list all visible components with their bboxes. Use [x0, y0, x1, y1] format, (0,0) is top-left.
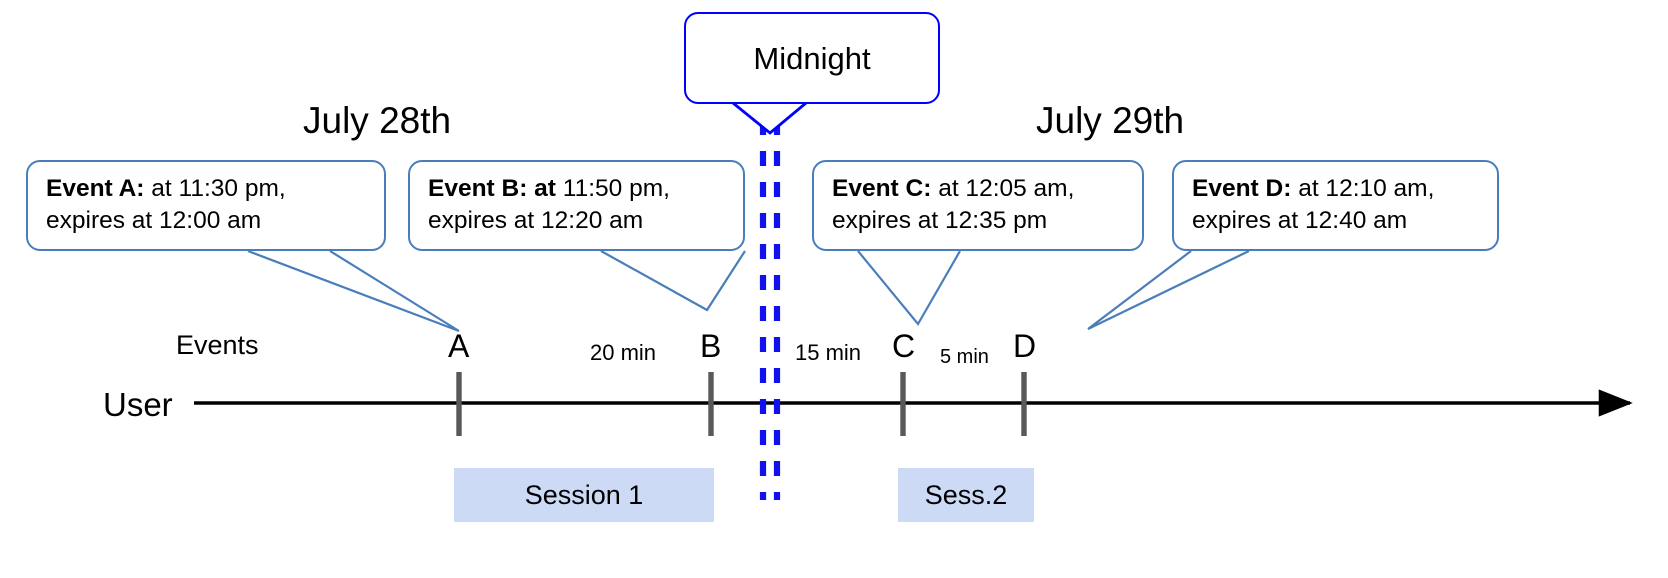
callout-d-rest: at 12:10 am,: [1291, 175, 1435, 202]
tick-letter-a: A: [448, 328, 470, 364]
tick-letter-b: B: [700, 328, 722, 364]
callout-d-line2: expires at 12:40 am: [1192, 207, 1408, 235]
callout-event-b: Event B: at 11:50 pm, expires at 12:20 a…: [408, 160, 745, 251]
callout-c-bold: Event C:: [832, 175, 932, 202]
callout-c-line2: expires at 12:35 pm: [832, 207, 1048, 235]
callout-tail-b: [600, 250, 746, 312]
callout-a-line1: Event A: at 11:30 pm,: [46, 173, 370, 205]
callout-b-line2: expires at 12:20 am: [428, 207, 644, 235]
callout-b-bold: Event B: at: [428, 175, 556, 202]
midnight-callout: Midnight: [684, 12, 940, 104]
callout-d-line1: Event D: at 12:10 am,: [1192, 173, 1483, 205]
events-row-label: Events: [176, 330, 259, 360]
tick-letter-d: D: [1013, 328, 1037, 364]
callout-b-line1: Event B: at 11:50 pm,: [428, 173, 729, 205]
callout-tail-a: [247, 249, 460, 333]
gap-label-cd: 5 min: [940, 346, 989, 368]
session-block-2: Sess.2: [898, 468, 1034, 522]
day-label-left: July 28th: [303, 100, 452, 141]
callout-tail-d: [1087, 250, 1250, 330]
session-1-label: Session 1: [524, 479, 644, 510]
callout-a-line2: expires at 12:00 am: [46, 207, 262, 235]
callout-event-d: Event D: at 12:10 am, expires at 12:40 a…: [1172, 160, 1499, 251]
callout-c-rest: at 12:05 am,: [931, 175, 1075, 202]
callout-a-rest: at 11:30 pm,: [144, 175, 286, 202]
session-2-label: Sess.2: [924, 479, 1008, 510]
gap-label-bc: 15 min: [795, 340, 862, 365]
gap-label-ab: 20 min: [590, 340, 657, 365]
user-row-label: User: [103, 386, 173, 423]
tick-letter-c: C: [892, 328, 916, 364]
session-block-1: Session 1: [454, 468, 714, 522]
callout-a-bold: Event A:: [46, 175, 145, 202]
midnight-label: Midnight: [753, 40, 871, 76]
callout-tail-c: [857, 250, 961, 326]
callout-event-c: Event C: at 12:05 am, expires at 12:35 p…: [812, 160, 1144, 251]
midnight-bubble-tail: [732, 101, 807, 135]
callout-d-bold: Event D:: [1192, 175, 1292, 202]
callout-b-rest: 11:50 pm,: [555, 175, 670, 202]
callout-event-a: Event A: at 11:30 pm, expires at 12:00 a…: [26, 160, 386, 251]
callout-c-line1: Event C: at 12:05 am,: [832, 173, 1128, 205]
day-label-right: July 29th: [1036, 100, 1185, 141]
